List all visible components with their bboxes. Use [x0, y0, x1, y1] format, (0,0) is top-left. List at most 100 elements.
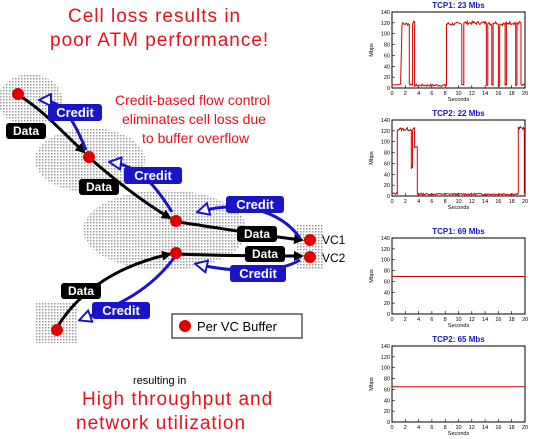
x-tick-label: 8 — [444, 199, 447, 205]
x-tick-label: 2 — [404, 317, 407, 323]
x-tick-label: 0 — [390, 317, 393, 323]
svg-text:Data: Data — [244, 227, 270, 241]
y-tick-label: 60 — [384, 53, 390, 59]
y-axis-label: Mbps — [369, 269, 375, 283]
y-tick-label: 140 — [381, 10, 390, 16]
x-tick-label: 0 — [390, 425, 393, 431]
x-tick-label: 10 — [455, 199, 461, 205]
x-tick-label: 14 — [482, 199, 488, 205]
svg-text:Per VC Buffer: Per VC Buffer — [197, 319, 278, 334]
subhead-line1: Credit-based flow control — [115, 92, 270, 108]
data-label-2: Data — [79, 179, 119, 195]
x-tick-label: 4 — [417, 91, 420, 97]
x-tick-label: 0 — [390, 91, 393, 97]
y-tick-label: 80 — [384, 377, 390, 383]
y-tick-label: 60 — [384, 279, 390, 285]
y-tick-label: 40 — [384, 64, 390, 70]
y-tick-label: 120 — [381, 355, 390, 361]
y-tick-label: 100 — [381, 32, 390, 38]
footer-small: resulting in — [133, 375, 187, 387]
y-axis-label: Mbps — [369, 43, 375, 57]
y-axis-label: Mbps — [369, 151, 375, 165]
chart-title: TCP1: 69 Mbs — [432, 227, 485, 236]
legend-per-vc-buffer: Per VC Buffer — [171, 313, 303, 339]
chart-frame — [391, 119, 526, 197]
x-tick-label: 16 — [495, 91, 501, 97]
buffer-node-5 — [51, 324, 63, 336]
x-axis-label: Seconds — [448, 431, 470, 437]
data-arrow-1 — [19, 94, 86, 154]
headline-line1: Cell loss results in — [68, 6, 242, 27]
chart-title: TCP2: 22 Mbs — [432, 109, 485, 118]
x-tick-label: 12 — [469, 91, 475, 97]
data-arrow-2 — [91, 158, 172, 220]
x-tick-label: 18 — [509, 317, 515, 323]
x-tick-label: 10 — [455, 317, 461, 323]
x-tick-label: 12 — [469, 317, 475, 323]
x-tick-label: 18 — [509, 199, 515, 205]
x-tick-label: 6 — [430, 317, 433, 323]
x-tick-label: 16 — [495, 317, 501, 323]
data-arrow-4 — [177, 250, 304, 261]
x-tick-label: 0 — [390, 199, 393, 205]
credit-label-2: Credit — [124, 167, 182, 184]
y-tick-label: 100 — [381, 258, 390, 264]
x-tick-label: 2 — [404, 199, 407, 205]
x-tick-label: 6 — [430, 425, 433, 431]
footer-line1: High throughput and — [82, 389, 274, 410]
x-tick-label: 8 — [444, 91, 447, 97]
x-tick-label: 16 — [495, 425, 501, 431]
network-diagram: Credit Credit Credit Credit Credit Data … — [0, 74, 346, 343]
chart-title: TCP1: 23 Mbs — [432, 1, 485, 10]
x-tick-label: 8 — [444, 425, 447, 431]
y-tick-label: 0 — [387, 312, 390, 318]
y-tick-label: 120 — [381, 21, 390, 27]
x-tick-label: 18 — [509, 91, 515, 97]
credit-label-4: Credit — [230, 265, 286, 282]
data-label-5: Data — [61, 283, 101, 299]
y-tick-label: 140 — [381, 236, 390, 242]
x-tick-label: 20 — [522, 317, 528, 323]
y-tick-label: 0 — [387, 86, 390, 92]
x-tick-label: 10 — [455, 91, 461, 97]
y-tick-label: 80 — [384, 43, 390, 49]
series-line — [391, 125, 526, 196]
x-tick-label: 8 — [444, 317, 447, 323]
x-tick-label: 10 — [455, 425, 461, 431]
y-tick-label: 100 — [381, 366, 390, 372]
x-axis-label: Seconds — [448, 97, 470, 103]
svg-text:Credit: Credit — [239, 266, 277, 281]
headline-line2: poor ATM performance! — [50, 30, 270, 51]
vc2-label: VC2 — [322, 251, 346, 265]
y-tick-label: 140 — [381, 344, 390, 350]
y-tick-label: 80 — [384, 151, 390, 157]
svg-text:Credit: Credit — [56, 105, 94, 120]
x-tick-label: 18 — [509, 425, 515, 431]
footer-line2: network utilization — [76, 413, 247, 434]
y-tick-label: 120 — [381, 129, 390, 135]
svg-text:Credit: Credit — [102, 303, 140, 318]
data-label-4: Data — [245, 246, 285, 262]
subhead-line3: to buffer overflow — [142, 130, 250, 146]
x-tick-label: 4 — [417, 317, 420, 323]
x-tick-label: 14 — [482, 425, 488, 431]
x-tick-label: 6 — [430, 199, 433, 205]
x-tick-label: 12 — [469, 199, 475, 205]
buffer-node-vc2 — [304, 251, 316, 263]
x-tick-label: 4 — [417, 425, 420, 431]
x-tick-label: 12 — [469, 425, 475, 431]
x-tick-label: 16 — [495, 199, 501, 205]
series-line — [391, 19, 526, 88]
y-tick-label: 20 — [384, 75, 390, 81]
x-tick-label: 20 — [522, 199, 528, 205]
buffer-node-1 — [12, 88, 24, 100]
buffer-node-2 — [83, 151, 95, 163]
y-tick-label: 0 — [387, 420, 390, 426]
y-tick-label: 60 — [384, 387, 390, 393]
y-tick-label: 20 — [384, 183, 390, 189]
y-tick-label: 80 — [384, 269, 390, 275]
